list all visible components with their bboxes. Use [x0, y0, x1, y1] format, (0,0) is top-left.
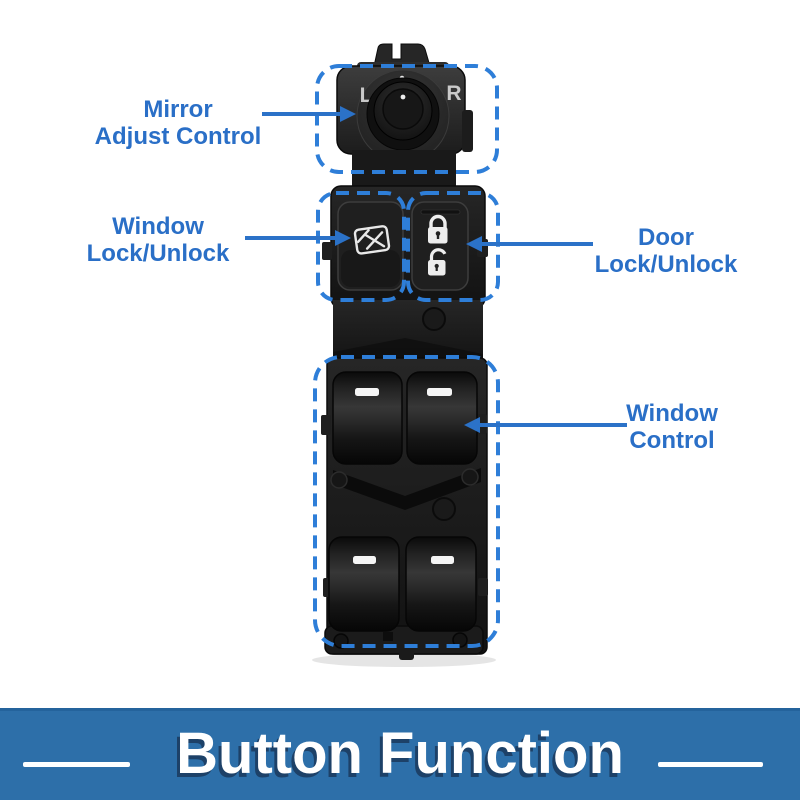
label-line: Lock/Unlock: [86, 240, 230, 267]
highlight-boxes: [313, 64, 500, 648]
door-lock-highlight-box: [406, 191, 500, 302]
chevron-facet: [333, 468, 481, 510]
switch-slot: [353, 556, 376, 564]
front-left-window-switch: [332, 371, 403, 465]
mirror-highlight-box: [315, 64, 499, 174]
title-banner: Button Function: [0, 708, 800, 800]
switch-slot: [431, 556, 454, 564]
mirror-arrow: [262, 106, 356, 122]
side-clip: [321, 415, 331, 435]
screw-boss: [422, 307, 446, 331]
window-lock-highlight-box: [316, 191, 406, 302]
open-padlock-icon: [428, 248, 447, 276]
banner-right-dash: [658, 762, 763, 767]
label-line: Mirror: [143, 96, 213, 123]
banner-title: Button Function: [176, 720, 624, 786]
callout-arrows: [245, 106, 627, 433]
label-line: Control: [629, 427, 715, 454]
mirror-adjust-label: Mirror Adjust Control: [48, 96, 308, 150]
label-line: Window: [112, 213, 204, 240]
window-lock-icon: [353, 225, 391, 255]
closed-padlock-icon: [428, 214, 448, 244]
screw-boss: [330, 471, 348, 489]
knob-indicator-dot: [400, 94, 406, 100]
screw-boss: [432, 497, 456, 521]
switch-slot: [427, 388, 452, 396]
label-line: Lock/Unlock: [594, 251, 738, 278]
window-lock-label: Window Lock/Unlock: [28, 213, 288, 267]
rear-right-window-switch: [405, 536, 477, 632]
switch-slot: [355, 388, 379, 396]
front-right-window-switch: [406, 371, 478, 465]
mirror-head-side-clip: [462, 110, 473, 152]
rear-left-window-switch: [328, 536, 400, 632]
window-control-highlight-box: [313, 355, 500, 648]
window-control-label: Window Control: [542, 400, 800, 454]
window-lock-button: [337, 201, 404, 291]
banner-left-dash: [23, 762, 130, 767]
mirror-adjust-knob: [366, 77, 440, 151]
side-clip: [322, 242, 332, 260]
door-lock-arrow: [466, 236, 593, 252]
label-line: Door: [638, 224, 694, 251]
door-lock-label: Door Lock/Unlock: [536, 224, 796, 278]
label-line: Window: [626, 400, 718, 427]
screw-boss: [461, 468, 479, 486]
window-control-arrow: [464, 417, 627, 433]
mirror-letter-right: R: [446, 82, 461, 105]
side-clip: [478, 578, 488, 596]
label-line: Adjust Control: [94, 123, 262, 150]
window-lock-arrow: [245, 230, 351, 246]
door-lock-button: [411, 201, 469, 291]
